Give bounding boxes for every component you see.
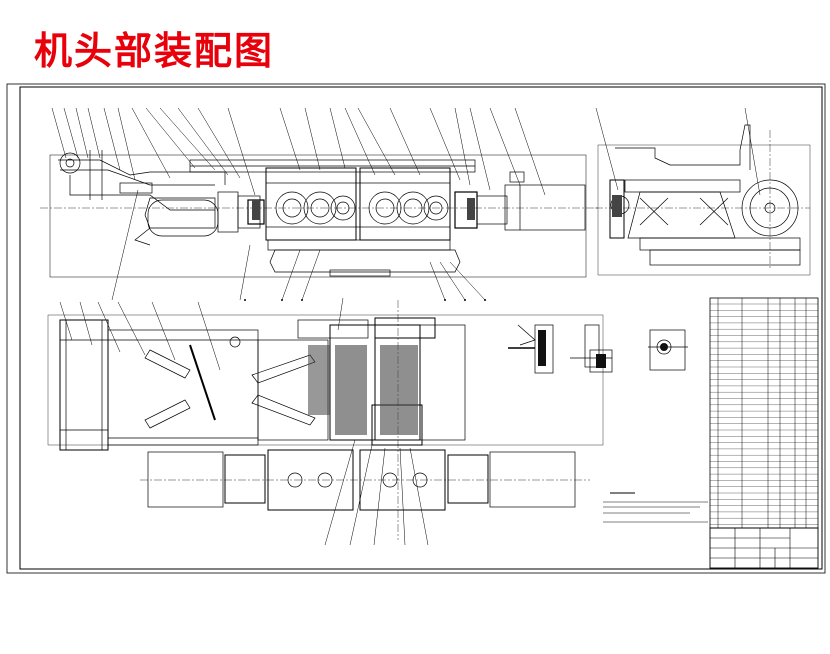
plan-view [47,300,604,540]
title-block [709,527,819,569]
side-view-leaders [595,107,761,196]
callout-markers [244,299,486,301]
front-view-leaders [51,107,546,301]
detail-sections [508,324,688,374]
parts-list-table [709,297,819,529]
side-view [595,124,811,276]
detail-fills [538,330,668,368]
inner-frame [19,86,823,570]
technical-notes [603,492,708,523]
outer-frame [6,83,826,574]
hatched-sections [252,195,622,435]
plan-view-leaders [59,297,429,546]
parts-list-rows [710,303,818,525]
front-view [40,150,600,278]
page-title: 机头部装配图 [34,28,275,73]
